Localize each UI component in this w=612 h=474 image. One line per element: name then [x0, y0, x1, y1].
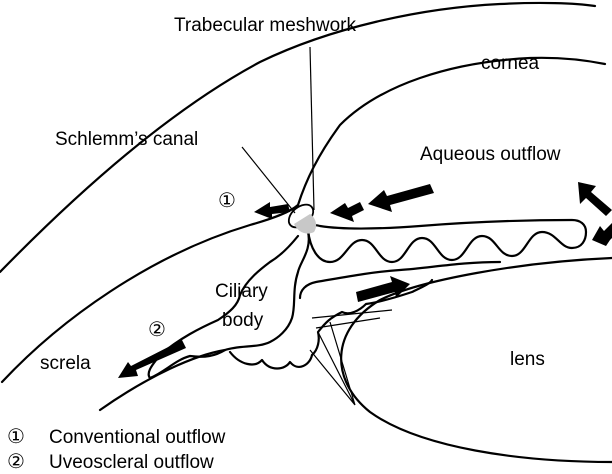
arrow-right-edge: [592, 223, 612, 246]
arrow-conventional-out: [254, 202, 290, 219]
legend: ① Conventional outflow ② Uveoscleral out…: [7, 424, 226, 473]
legend-marker-1: ①: [7, 424, 25, 448]
marker-conventional: ①: [218, 188, 236, 212]
legend-text-2: Uveoscleral outflow: [49, 452, 214, 473]
legend-marker-2: ②: [7, 449, 25, 473]
legend-text-1: Conventional outflow: [49, 427, 226, 448]
iris-outline: [308, 220, 586, 262]
arrow-uveoscleral: [118, 340, 186, 378]
label-lens: lens: [510, 349, 545, 370]
sclera-back-outline: [100, 350, 225, 410]
label-trabecular-meshwork: Trabecular meshwork: [174, 15, 356, 36]
arrow-to-schlemm: [330, 202, 364, 222]
label-screla: screla: [40, 353, 91, 374]
label-cornea: cornea: [481, 53, 540, 74]
arrow-aqueous-inflow: [368, 184, 434, 212]
marker-uveoscleral: ②: [148, 317, 166, 341]
arrow-upper-right: [578, 182, 612, 216]
label-ciliary: Ciliary: [215, 281, 268, 302]
trabecular-meshwork-leader: [310, 47, 314, 210]
label-schlemms-canal: Schlemm’s canal: [55, 129, 198, 150]
label-body: body: [222, 310, 264, 331]
label-aqueous-outflow: Aqueous outflow: [420, 144, 561, 165]
